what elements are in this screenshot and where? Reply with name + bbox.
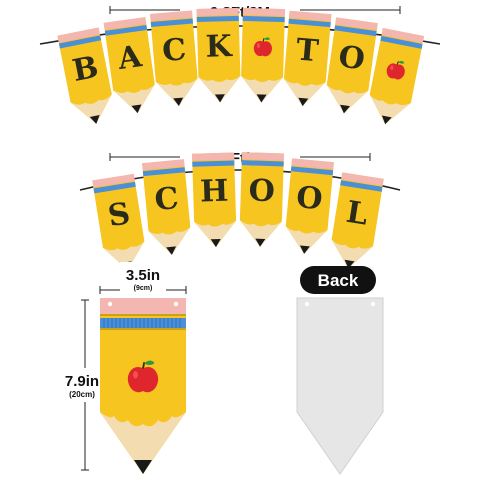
flag-width-sub: (9cm) bbox=[134, 285, 153, 292]
bottom-flag-letter-0: S bbox=[106, 196, 133, 234]
top-flag-letter-1: A bbox=[115, 39, 145, 77]
top-flag-0: B bbox=[57, 27, 112, 124]
top-flag-1: A bbox=[103, 17, 155, 114]
bottom-flag-2: H bbox=[192, 152, 237, 248]
single-flag-front bbox=[100, 298, 186, 474]
top-flag-letter-3: K bbox=[205, 29, 233, 65]
bottom-flag-4: O bbox=[285, 158, 334, 254]
bottom-flag-1: C bbox=[142, 159, 191, 255]
bottom-flag-0: S bbox=[92, 173, 145, 271]
flag-width-label: 3.5in bbox=[126, 267, 160, 284]
top-flag-6: O bbox=[326, 17, 378, 114]
top-flag-letter-2: C bbox=[161, 32, 188, 69]
single-flag-back bbox=[296, 297, 384, 475]
bottom-flag-letter-3: O bbox=[248, 173, 275, 209]
back-label: Back bbox=[318, 271, 359, 290]
bottom-flag-letter-4: O bbox=[295, 180, 324, 217]
bottom-flag-letter-2: H bbox=[199, 174, 228, 210]
bottom-flag-3: O bbox=[239, 152, 284, 247]
flag-height-sub: (20cm) bbox=[69, 390, 95, 399]
top-flag-7 bbox=[369, 27, 425, 125]
top-flag-3: K bbox=[196, 7, 241, 103]
bottom-flag-5: L bbox=[331, 172, 384, 269]
top-flag-5: T bbox=[283, 10, 332, 107]
top-flag-letter-6: O bbox=[336, 39, 367, 77]
back-label-pill bbox=[300, 266, 376, 294]
bottom-flag-letter-1: C bbox=[153, 181, 180, 218]
flag-height-label: 7.9in bbox=[65, 373, 99, 390]
top-flag-2: C bbox=[150, 10, 198, 106]
top-flag-letter-5: T bbox=[295, 32, 321, 69]
top-flag-4 bbox=[241, 7, 285, 103]
